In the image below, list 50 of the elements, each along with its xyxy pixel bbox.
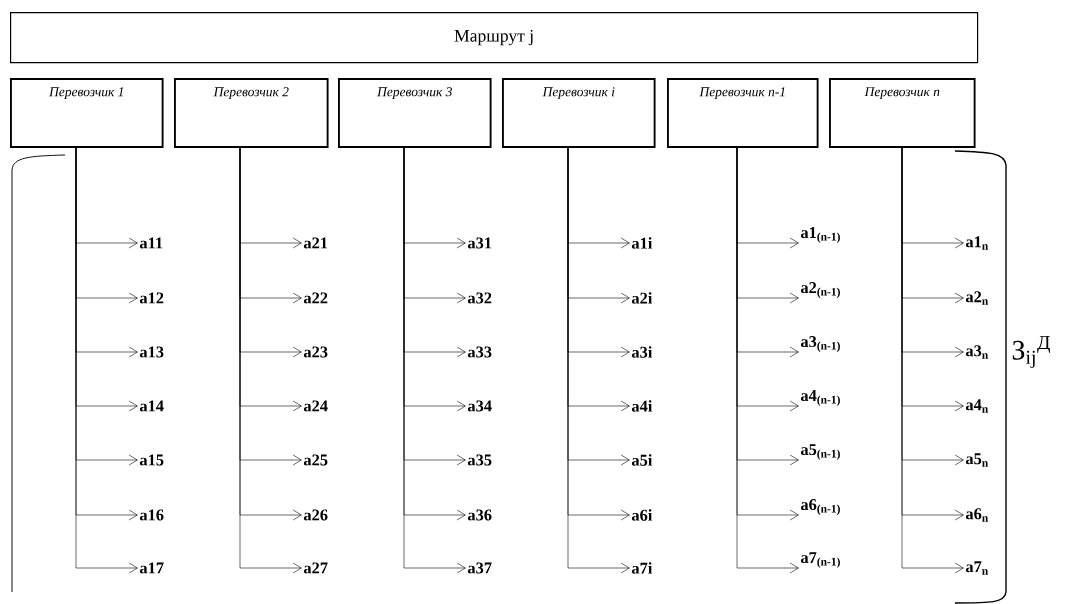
- item-label: a5i: [631, 454, 653, 466]
- item-label: a7i: [631, 562, 653, 574]
- item-label: a4$_{(n-1)}$: [800, 390, 840, 406]
- carrier-box: Перевозчик n: [829, 78, 976, 148]
- item-label: a37: [467, 562, 492, 574]
- item-label: a6$_{n}$: [965, 508, 989, 522]
- carrier-box: Перевозчик 2: [174, 78, 329, 148]
- item-label: a1i: [631, 237, 653, 249]
- item-label: a11: [139, 237, 163, 249]
- item-label: a4i: [631, 400, 653, 412]
- item-label: a23: [303, 346, 328, 358]
- item-label: a2$_{n}$: [965, 291, 989, 305]
- item-label: a3i: [631, 346, 653, 358]
- item-label: a22: [303, 292, 328, 304]
- item-label: a6i: [631, 509, 653, 521]
- item-label: a26: [303, 509, 328, 521]
- item-label: a13: [139, 346, 164, 358]
- item-label: a21: [303, 237, 328, 249]
- item-label: a15: [139, 454, 164, 466]
- item-label: a32: [467, 292, 492, 304]
- carrier-box: Перевозчик 1: [10, 78, 164, 148]
- item-label: a1$_{(n-1)}$: [800, 227, 840, 243]
- item-label: a17: [139, 562, 164, 574]
- item-label: a1$_{n}$: [965, 236, 989, 250]
- carrier-box: Перевозчик 3: [338, 78, 492, 148]
- item-label: a2$_{(n-1)}$: [800, 282, 840, 298]
- item-label: a7$_{n}$: [965, 561, 989, 575]
- bracket-label: З$_{ij}$Д: [1012, 336, 1050, 368]
- item-label: a5$_{n}$: [965, 453, 989, 467]
- item-label: a5$_{(n-1)}$: [800, 444, 840, 460]
- item-label: a33: [467, 346, 492, 358]
- item-label: a3$_{(n-1)}$: [800, 336, 840, 352]
- item-label: a6$_{(n-1)}$: [800, 499, 840, 515]
- carrier-box: Перевозчик i: [502, 78, 656, 148]
- item-label: a3$_{n}$: [965, 345, 989, 359]
- item-label: a4$_{n}$: [965, 399, 989, 413]
- item-label: a12: [139, 292, 164, 304]
- carrier-box: Перевозчик n-1: [667, 78, 819, 148]
- item-label: a35: [467, 454, 492, 466]
- item-label: a36: [467, 509, 492, 521]
- item-label: a7$_{(n-1)}$: [800, 552, 840, 568]
- item-label: a34: [467, 400, 492, 412]
- item-label: a2i: [631, 292, 653, 304]
- item-label: a24: [303, 400, 328, 412]
- item-label: a27: [303, 562, 328, 574]
- item-label: a14: [139, 400, 164, 412]
- route-box: Маршрут j: [10, 12, 979, 64]
- item-label: a31: [467, 237, 492, 249]
- item-label: a25: [303, 454, 328, 466]
- item-label: a16: [139, 509, 164, 521]
